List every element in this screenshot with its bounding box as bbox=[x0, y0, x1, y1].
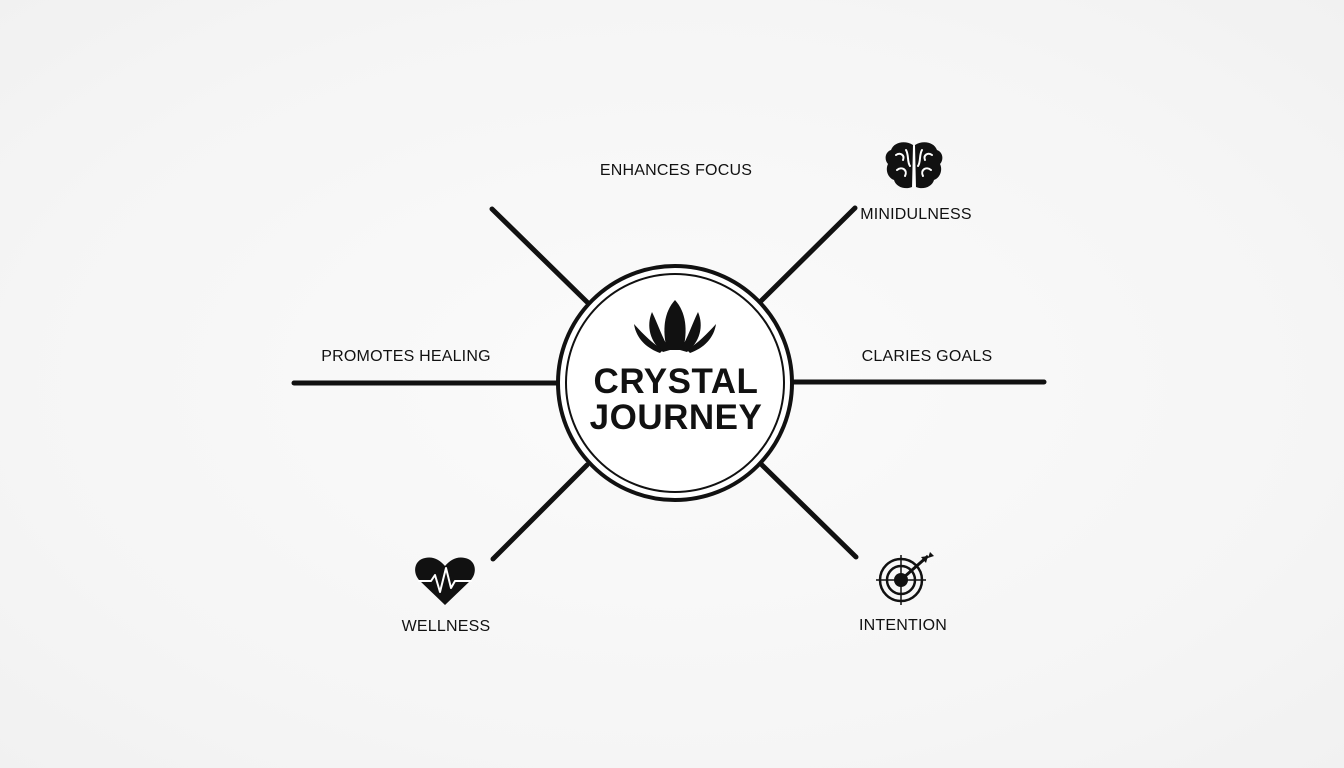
center-hub bbox=[556, 264, 794, 502]
label-promotes-healing: PROMOTES HEALING bbox=[321, 348, 491, 365]
brain-icon bbox=[885, 142, 943, 189]
hub-outer-ring bbox=[556, 264, 794, 502]
center-title-line1: CRYSTAL bbox=[593, 362, 759, 401]
label-enhances-focus: ENHANCES FOCUS bbox=[599, 162, 753, 179]
spoke-lower-left bbox=[490, 462, 590, 562]
heartbeat-icon bbox=[415, 557, 475, 605]
hub-inner-ring bbox=[565, 273, 785, 493]
label-wellness: WELLNESS bbox=[401, 618, 491, 635]
label-intention: INTENTION bbox=[858, 617, 948, 634]
target-arrow-icon bbox=[876, 552, 934, 605]
lotus-icon bbox=[634, 300, 716, 353]
label-minidulness: MINIDULNESS bbox=[860, 206, 972, 223]
spoke-lower-right bbox=[759, 462, 859, 560]
spoke-upper-right bbox=[758, 205, 858, 304]
center-title-line2: JOURNEY bbox=[589, 398, 763, 437]
label-claries-goals: CLARIES GOALS bbox=[861, 348, 993, 365]
spoke-upper-left bbox=[489, 206, 590, 305]
